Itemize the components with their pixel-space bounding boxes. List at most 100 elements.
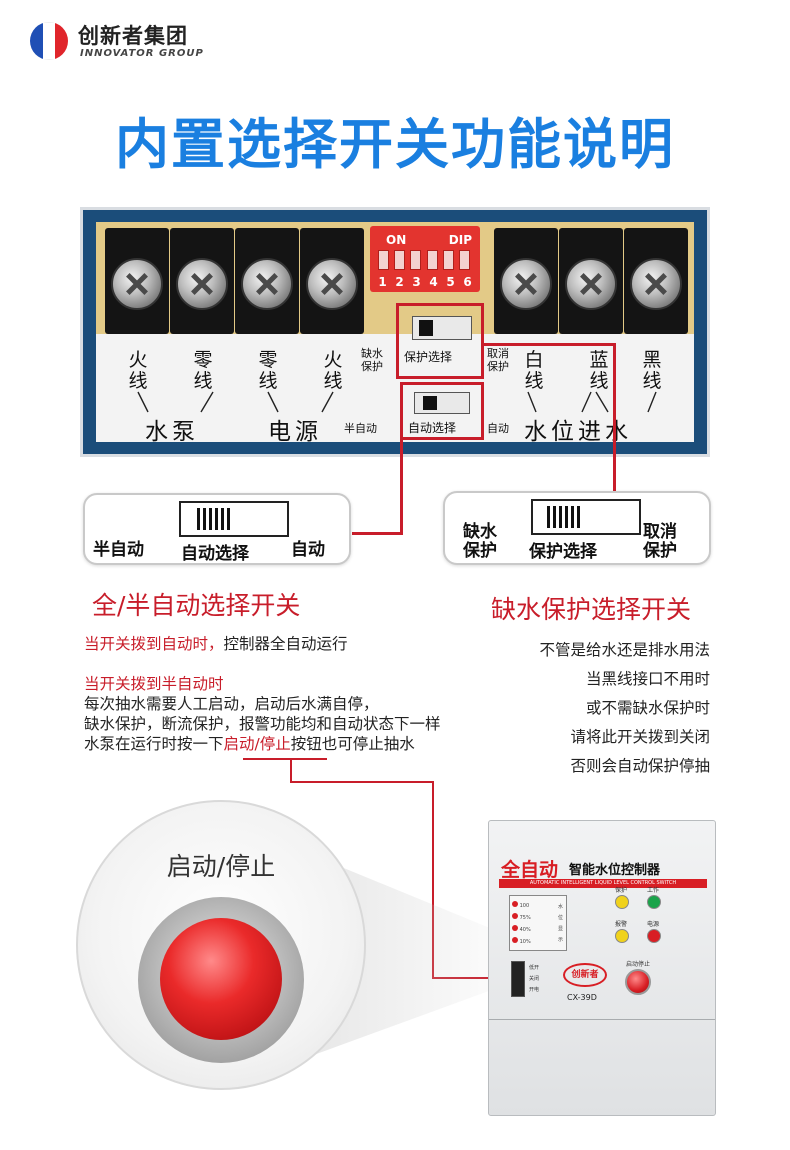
- protect-line: 请将此开关拨到关闭: [570, 728, 710, 746]
- zoom-circle: 启动/停止: [76, 800, 366, 1090]
- level-caption: 水位显示: [557, 904, 563, 943]
- controller-box: 全自动 智能水位控制器 AUTOMATIC INTELLIGENT LIQUID…: [488, 820, 716, 1116]
- connector-line: [484, 343, 616, 346]
- connector-line: [400, 440, 403, 535]
- terminal-label: 火线: [323, 349, 343, 392]
- terminal-block: [170, 228, 234, 334]
- screw-icon: [630, 258, 682, 310]
- bracket-lines: [137, 391, 657, 413]
- dip-switch: ON DIP 1 2 3 4 5 6: [370, 226, 480, 292]
- cancel-protect-label: 取消保护: [487, 347, 509, 373]
- screw-icon: [176, 258, 228, 310]
- product-logo: 创新者: [563, 963, 607, 987]
- auto-switch: [414, 392, 470, 414]
- semi-auto-line: 每次抽水需要人工启动，启动后水满自停，: [84, 695, 379, 713]
- connector-line: [290, 781, 434, 783]
- lamp-label: 电源: [647, 921, 660, 928]
- product-subtitle: AUTOMATIC INTELLIGENT LIQUID LEVEL CONTR…: [499, 879, 707, 888]
- protect-switch-callout: 缺水保护 保护选择 取消保护: [443, 491, 711, 565]
- screw-icon: [500, 258, 552, 310]
- work-lamp-icon: [647, 895, 661, 909]
- dip-number: 2: [395, 275, 404, 289]
- brand-name-english: INNOVATOR GROUP: [80, 48, 204, 59]
- start-stop-button[interactable]: [160, 918, 282, 1040]
- terminal-block: [624, 228, 688, 334]
- terminal-block: [559, 228, 623, 334]
- mode-switch-labels: 低开关闭开电: [529, 965, 540, 993]
- semi-auto-line: 水泵在运行时按一下启动/停止按钮也可停止抽水: [84, 735, 415, 753]
- callout-lack-water-protect: 缺水保护: [463, 522, 497, 561]
- auto-switch-highlight: [400, 382, 484, 440]
- brand-name: 创新者集团: [78, 24, 188, 48]
- protect-switch-highlight: [396, 303, 484, 379]
- button-label: 启动停止: [626, 961, 651, 968]
- semi-auto-heading: 当开关拨到半自动时: [84, 675, 224, 693]
- protect-switch-diagram: [531, 499, 641, 535]
- product-title-big: 全自动: [501, 859, 559, 881]
- screw-icon: [111, 258, 163, 310]
- screw-icon: [565, 258, 617, 310]
- dip-number: 3: [412, 275, 421, 289]
- page-title: 内置选择开关功能说明: [115, 113, 675, 176]
- level-display: 100 75% 40% 10% 水位显示: [509, 895, 567, 951]
- auto-select-label: 自动选择: [408, 421, 457, 435]
- terminal-label: 零线: [193, 349, 213, 392]
- semi-auto-line: 缺水保护，断流保护，报警功能均和自动状态下一样: [84, 715, 441, 733]
- dip-label: DIP: [448, 233, 472, 247]
- terminal-label: 黑线: [642, 349, 662, 392]
- connector-line: [352, 532, 403, 535]
- connector-line: [432, 781, 434, 979]
- protect-lamp-icon: [615, 895, 629, 909]
- dip-on-label: ON: [386, 233, 407, 247]
- callout-auto-select: 自动选择: [181, 544, 249, 564]
- product-start-stop-button[interactable]: [625, 969, 651, 995]
- label-area: [96, 334, 694, 442]
- auto-description: 当开关拨到自动时，控制器全自动运行: [84, 635, 348, 653]
- connector-line: [290, 760, 292, 782]
- brand-logo-icon: [30, 22, 68, 60]
- dip-number: 4: [429, 275, 438, 289]
- protect-line: 不管是给水还是排水用法: [539, 641, 710, 659]
- connector-line: [613, 343, 616, 491]
- dip-number: 5: [446, 275, 455, 289]
- auto-switch-heading: 全/半自动选择开关: [92, 591, 301, 620]
- auto-switch-callout: 半自动 自动选择 自动: [83, 493, 351, 565]
- lack-water-protect-label: 缺水保护: [361, 347, 383, 373]
- group-label-power: 电源: [268, 419, 322, 445]
- start-stop-label: 启动/停止: [166, 852, 276, 881]
- callout-protect-select: 保护选择: [529, 542, 597, 562]
- cover-seam: [489, 1019, 715, 1020]
- semi-auto-label: 半自动: [344, 422, 377, 435]
- terminal-block: [105, 228, 169, 334]
- terminal-label: 白线: [524, 349, 544, 392]
- alarm-lamp-icon: [615, 929, 629, 943]
- protect-line: 当黑线接口不用时: [585, 670, 710, 688]
- auto-label: 自动: [487, 422, 509, 435]
- callout-semi-auto: 半自动: [93, 540, 144, 560]
- terminal-block: [494, 228, 558, 334]
- terminal-label: 蓝线: [589, 349, 609, 392]
- terminal-label: 零线: [258, 349, 278, 392]
- screw-icon: [241, 258, 293, 310]
- terminal-label: 火线: [128, 349, 148, 392]
- lamp-label: 报警: [615, 921, 628, 928]
- mode-switch[interactable]: [511, 961, 525, 997]
- group-label-water-level: 水位进水: [524, 419, 632, 445]
- callout-cancel-protect: 取消保护: [643, 522, 677, 561]
- group-label-pump: 水泵: [145, 419, 199, 445]
- dip-number: 1: [378, 275, 387, 289]
- protect-switch-heading: 缺水保护选择开关: [491, 595, 692, 624]
- level-list: 100 75% 40% 10%: [512, 900, 531, 948]
- lamp-label: 工作: [647, 887, 660, 894]
- product-model: CX-39D: [567, 993, 597, 1002]
- lamp-label: 保护: [615, 887, 628, 894]
- protect-line: 否则会自动保护停抽: [570, 757, 710, 775]
- protect-line: 或不需缺水保护时: [585, 699, 710, 717]
- protect-select-label: 保护选择: [404, 350, 453, 364]
- protect-switch: [412, 316, 472, 340]
- underline: [243, 758, 327, 760]
- dip-number: 6: [463, 275, 472, 289]
- screw-icon: [306, 258, 358, 310]
- callout-auto: 自动: [291, 540, 325, 560]
- terminal-block: [300, 228, 364, 334]
